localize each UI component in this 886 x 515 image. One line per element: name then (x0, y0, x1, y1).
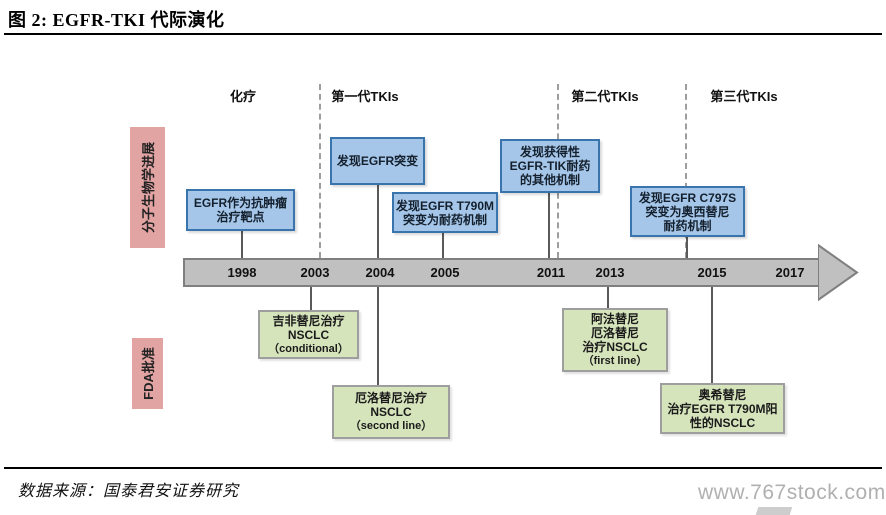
approval-line: （second line） (349, 420, 433, 432)
approval-line: 治疗NSCLC (582, 340, 648, 354)
milestone-line: 发现EGFR突变 (336, 154, 419, 168)
source-note: 数据来源：国泰君安证券研究 (18, 483, 240, 500)
approval-line: 阿法替尼 (590, 312, 639, 326)
connector (377, 287, 379, 385)
approval-box-osimertinib: 奥希替尼 治疗EGFR T790M阳 性的NSCLC (660, 383, 785, 434)
approval-line: 奥希替尼 (698, 387, 747, 402)
side-label-molecular-biology-text: 分子生物学进展 (141, 141, 157, 234)
figure-title: 图 2: EGFR-TKI 代际演化 (8, 10, 225, 30)
milestone-box-t790m: 发现EGFR T790M 突变为耐药机制 (392, 192, 498, 233)
phase-header-gen2: 第二代TKIs (571, 89, 639, 104)
milestone-box-egfr-target: EGFR作为抗肿瘤 治疗靶点 (186, 189, 295, 231)
approval-box-erlotinib: 厄洛替尼治疗 NSCLC （second line） (332, 385, 450, 439)
milestone-line: 耐药机制 (663, 218, 712, 233)
connector (548, 193, 550, 258)
milestone-box-acquired-resistance: 发现获得性 EGFR-TIK耐药 的其他机制 (500, 139, 600, 193)
approval-line: 厄洛替尼治疗 (354, 391, 427, 405)
milestone-line: EGFR作为抗肿瘤 (193, 196, 288, 210)
year-label: 2004 (365, 265, 395, 280)
milestone-line: 突变为奥西替尼 (645, 204, 730, 219)
side-label-molecular-biology: 分子生物学进展 (130, 127, 165, 248)
year-label: 1998 (227, 265, 257, 280)
side-label-fda-approval-text: FDA批准 (141, 347, 156, 400)
phase-header-gen1: 第一代TKIs (331, 89, 399, 104)
connector (377, 185, 379, 258)
approval-line: NSCLC (370, 405, 412, 419)
connector (442, 233, 444, 258)
milestone-line: 发现EGFR C797S (638, 190, 737, 205)
approval-box-afatinib: 阿法替尼 厄洛替尼 治疗NSCLC （first line） (562, 308, 668, 372)
phase-divider (685, 84, 687, 258)
year-label: 2017 (775, 265, 805, 280)
watermark: www.767stock.com (698, 481, 886, 504)
milestone-line: 突变为耐药机制 (402, 212, 487, 227)
milestone-line: 发现EGFR T790M (395, 198, 495, 213)
phase-divider (319, 84, 321, 258)
footer-rule (4, 467, 882, 469)
year-label: 2005 (430, 265, 460, 280)
year-label: 2013 (595, 265, 625, 280)
year-label: 2003 (300, 265, 330, 280)
year-label: 2011 (536, 265, 566, 280)
phase-header-chemo: 化疗 (229, 89, 256, 104)
approval-line: 治疗EGFR T790M阳 (667, 401, 778, 416)
milestone-line: 治疗靶点 (216, 210, 265, 224)
connector (607, 287, 609, 308)
milestone-box-c797s: 发现EGFR C797S 突变为奥西替尼 耐药机制 (630, 186, 745, 237)
side-label-fda-approval: FDA批准 (132, 338, 163, 409)
title-rule (4, 33, 882, 35)
milestone-line: 发现获得性 (519, 145, 580, 159)
timeline-arrow-icon (818, 243, 859, 302)
year-label: 2015 (697, 265, 727, 280)
timeline-bar: 1998 2003 2004 2005 2011 2013 2015 2017 (183, 258, 820, 287)
approval-line: 性的NSCLC (689, 415, 756, 430)
approval-line: 吉非替尼治疗 (272, 313, 345, 328)
milestone-box-egfr-mutation: 发现EGFR突变 (330, 137, 425, 185)
connector (686, 237, 688, 258)
connector (711, 287, 713, 383)
milestone-line: 的其他机制 (519, 173, 580, 187)
watermark-glyph (755, 507, 793, 515)
connector (241, 231, 243, 258)
approval-line: （first line） (582, 355, 648, 367)
connector (310, 287, 312, 310)
approval-line: （conditional） (268, 342, 349, 355)
approval-box-gefitinib: 吉非替尼治疗 NSCLC （conditional） (258, 310, 359, 359)
phase-header-gen3: 第三代TKIs (710, 89, 778, 104)
milestone-line: EGFR-TIK耐药 (509, 159, 591, 173)
approval-line: NSCLC (287, 327, 330, 342)
approval-line: 厄洛替尼 (590, 326, 639, 340)
